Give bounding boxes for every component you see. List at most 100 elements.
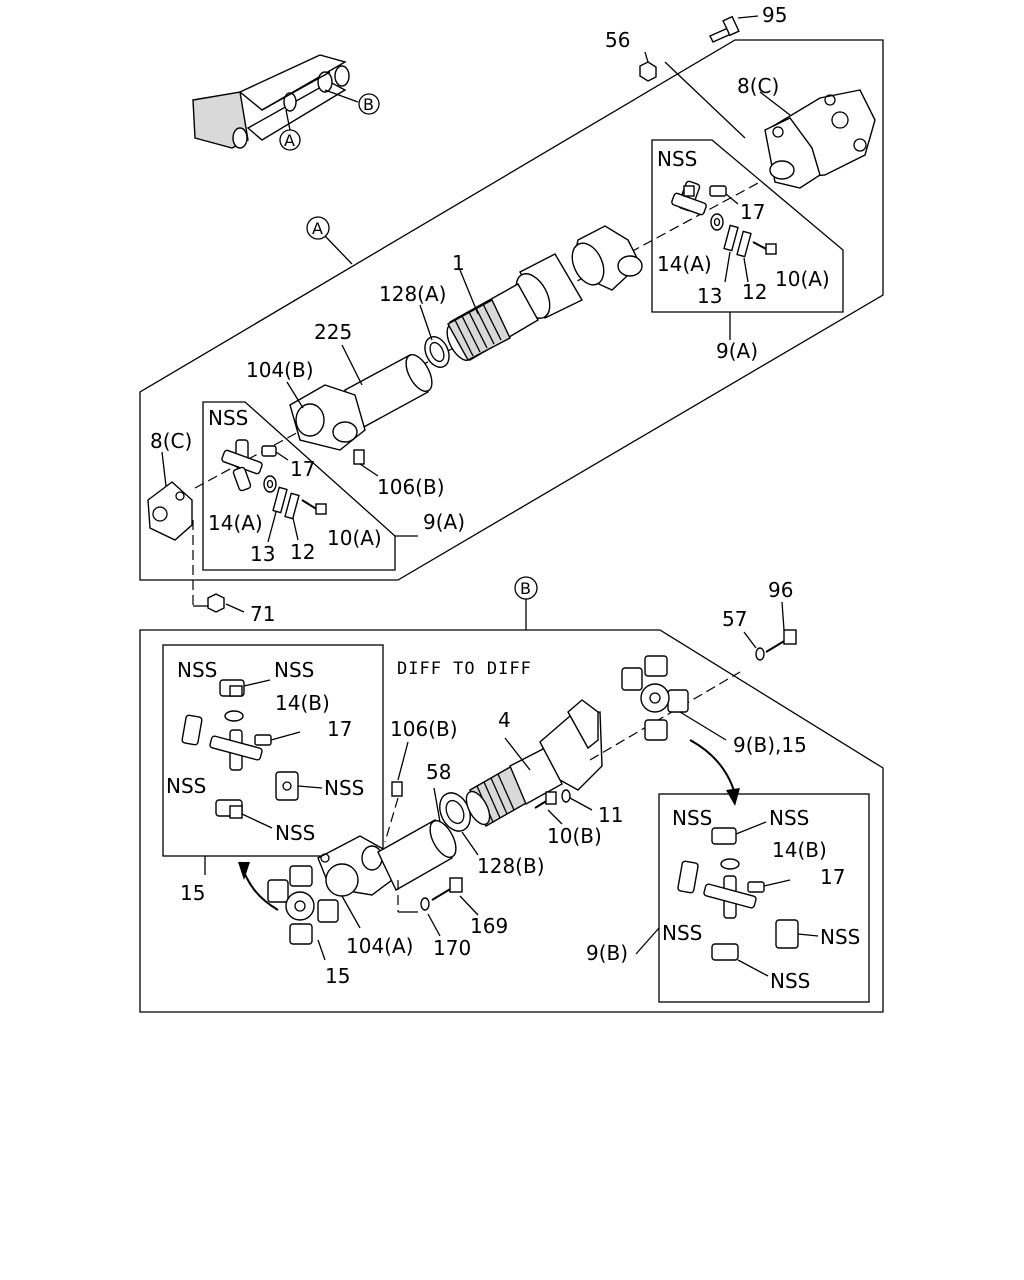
cross-b-right <box>703 875 757 919</box>
label-8c-top: 8(C) <box>737 74 779 98</box>
bolt-10b <box>534 791 563 825</box>
callout-a-small: A <box>279 129 301 151</box>
label-15-bottom: 15 <box>325 964 350 988</box>
label-95: 95 <box>762 3 787 27</box>
nut-56 <box>639 51 657 82</box>
callout-b-small: B <box>358 93 380 115</box>
label-169: 169 <box>470 914 508 938</box>
tube-yoke-104a <box>317 835 393 897</box>
ujoint-spider-15 <box>267 865 339 945</box>
label-14b-r: 14(B) <box>772 838 827 862</box>
label-nss-r5: NSS <box>770 969 810 993</box>
callout-b-small-text: B <box>363 95 374 114</box>
callout-b-section: B <box>514 576 538 630</box>
callout-b-section-text: B <box>520 579 531 598</box>
bolt-left <box>301 499 327 515</box>
leader-56 <box>664 61 746 139</box>
label-225: 225 <box>314 320 352 344</box>
arrow-left-head <box>238 862 250 880</box>
part-labels: 95 56 8(C) NSS 17 14(A) 10(A) 13 12 9(A)… <box>150 3 860 993</box>
label-nss-r2: NSS <box>769 806 809 830</box>
propeller-shaft-4 <box>465 699 603 827</box>
label-nss-r3: NSS <box>662 921 702 945</box>
ujoint-spider-9b15 <box>621 655 689 741</box>
label-170: 170 <box>433 936 471 960</box>
flange-yoke-left <box>147 481 193 541</box>
washer-r <box>720 858 740 870</box>
kit-box-top <box>651 139 844 313</box>
label-128b: 128(B) <box>477 854 545 878</box>
dust-seal-128a <box>424 336 450 368</box>
callout-a-section-text: A <box>312 219 323 238</box>
label-10b: 10(B) <box>547 824 602 848</box>
callout-a-section: A <box>306 216 353 265</box>
label-14a-left: 14(A) <box>208 511 263 535</box>
diff-to-diff-caption: DIFF TO DIFF <box>397 659 532 679</box>
section-a: A B A <box>139 15 884 613</box>
bearing-cap-r4 <box>711 943 769 977</box>
grease-fitting-top <box>709 185 739 205</box>
label-nss-b4: NSS <box>324 776 364 800</box>
label-nss-top: NSS <box>657 147 697 171</box>
nut-71 <box>207 593 245 613</box>
label-1: 1 <box>452 251 465 275</box>
grease-fitting-106b-top <box>353 449 379 477</box>
label-17-b: 17 <box>327 717 352 741</box>
washer-170 <box>420 897 430 911</box>
label-nss-b5: NSS <box>275 821 315 845</box>
bearing-cap-r3 <box>775 919 819 949</box>
washer-top <box>710 213 724 231</box>
bearing-cap-r1 <box>711 821 767 845</box>
label-nss-b3: NSS <box>166 774 206 798</box>
label-9b15: 9(B),15 <box>733 733 807 757</box>
label-nss-r1: NSS <box>672 806 712 830</box>
label-12-left: 12 <box>290 540 315 564</box>
label-71: 71 <box>250 602 275 626</box>
bearing-cap-r2 <box>677 860 699 894</box>
label-17-left: 17 <box>290 457 315 481</box>
label-17-top: 17 <box>740 200 765 224</box>
kit-box-b-left <box>162 644 384 857</box>
washer-11 <box>561 789 593 811</box>
section-a-frame <box>139 39 884 581</box>
lock-plates-top <box>723 224 752 283</box>
label-10a-top: 10(A) <box>775 267 830 291</box>
cross-b-left <box>209 729 263 771</box>
label-15-box: 15 <box>180 881 205 905</box>
bearing-cap-b4 <box>215 799 273 829</box>
label-106b-top: 106(B) <box>377 475 445 499</box>
section-b-frame <box>139 629 884 1013</box>
label-4: 4 <box>498 708 511 732</box>
propeller-shaft-1 <box>446 253 583 361</box>
bolt-95 <box>709 15 759 43</box>
washer-57 <box>755 647 765 661</box>
label-nss-b1: NSS <box>177 658 217 682</box>
flange-yoke-top <box>764 89 876 189</box>
bolt-top <box>752 241 777 255</box>
label-104a: 104(A) <box>346 934 413 958</box>
washer-b <box>224 710 244 722</box>
label-14a-top: 14(A) <box>657 252 712 276</box>
label-57: 57 <box>722 607 747 631</box>
label-12-top: 12 <box>742 280 767 304</box>
grease-fitting-b-left <box>254 731 301 746</box>
truck-thumbnail <box>192 54 359 149</box>
label-13-top: 13 <box>697 284 722 308</box>
label-14b-b: 14(B) <box>275 691 330 715</box>
label-106b-b: 106(B) <box>390 717 458 741</box>
grease-fitting-106b-lower <box>391 741 409 797</box>
label-17-r: 17 <box>820 865 845 889</box>
label-8c-left: 8(C) <box>150 429 192 453</box>
kit-box-b-right <box>658 793 870 1003</box>
ujoint-cross-left <box>221 439 263 492</box>
label-96: 96 <box>768 578 793 602</box>
section-b: B DIFF TO DIFF <box>139 576 884 1013</box>
bolt-169 <box>431 877 463 901</box>
label-nss-r4: NSS <box>820 925 860 949</box>
label-128a: 128(A) <box>379 282 446 306</box>
bolt-96 <box>765 629 797 653</box>
bearing-cap-b3 <box>275 771 323 801</box>
tube-58 <box>377 819 457 891</box>
tube-yoke-104b <box>289 384 366 451</box>
